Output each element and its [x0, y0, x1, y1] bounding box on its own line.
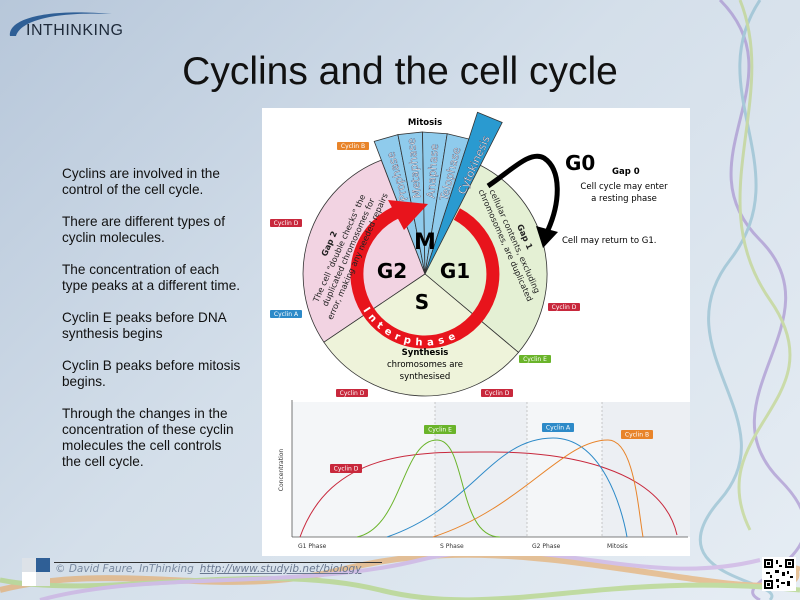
- g0-label: G0: [565, 151, 595, 175]
- svg-text:Cyclin B: Cyclin B: [625, 432, 649, 439]
- cyclin-tag: Cyclin D: [481, 389, 513, 397]
- synthesis-line: chromosomes are: [387, 360, 463, 370]
- svg-text:Cyclin A: Cyclin A: [546, 425, 571, 432]
- mitosis-label: Mitosis: [408, 118, 442, 128]
- cyclin-d-curve: [299, 451, 678, 538]
- synthesis-title: Synthesis: [402, 348, 449, 358]
- cyclin-tag: Cyclin E: [519, 355, 551, 363]
- slide-title: Cyclins and the cell cycle: [182, 50, 618, 93]
- cell-cycle-figure: Prophase Metaphase Anaphase Telophase Cy…: [262, 108, 690, 556]
- footer: © David Faure, InThinking http://www.stud…: [55, 563, 361, 575]
- bullet-2: There are different types of cyclin mole…: [62, 214, 225, 245]
- s-label: S: [415, 290, 429, 314]
- bullet-5: Cyclin B peaks before mitosis begins.: [62, 358, 241, 389]
- svg-text:Cyclin D: Cyclin D: [334, 466, 359, 473]
- cyclin-tag: Cyclin A: [270, 310, 302, 318]
- bullet-3: The concentration of each type peaks at …: [62, 262, 241, 293]
- s-sector: [323, 273, 520, 397]
- svg-text:Cyclin D: Cyclin D: [274, 220, 299, 227]
- x-tick-label: G1 Phase: [298, 543, 327, 550]
- logo-text: INTHINKING: [26, 22, 124, 39]
- cyclin-tag: Cyclin D: [270, 219, 302, 227]
- y-axis-label: Concentration: [278, 449, 285, 492]
- bullet-text: Cyclins are involved in the control of t…: [62, 166, 242, 486]
- concentration-graph: Concentration G1 Phase S Phase G2 Phase …: [278, 400, 690, 550]
- bullet-6: Through the changes in the concentration…: [62, 406, 234, 469]
- m-label: M: [414, 230, 436, 255]
- cyclin-e-curve: [356, 439, 501, 538]
- cytokinesis-blade: [424, 111, 503, 275]
- bullet-4: Cyclin E peaks before DNA synthesis begi…: [62, 310, 226, 341]
- svg-text:Cyclin A: Cyclin A: [274, 311, 299, 318]
- gap0-line: a resting phase: [591, 194, 657, 204]
- footer-link[interactable]: http://www.studyib.net/biology: [199, 563, 362, 575]
- svg-text:Cyclin D: Cyclin D: [340, 390, 365, 397]
- bullet-1: Cyclins are involved in the control of t…: [62, 166, 220, 197]
- x-tick-label: S Phase: [440, 543, 464, 550]
- cyclin-tag: Cyclin B: [337, 142, 369, 150]
- g0-arrow: [486, 153, 560, 232]
- return-text: Cell may return to G1.: [562, 236, 656, 246]
- g2-label: G2: [377, 259, 407, 283]
- gap0-line: Cell cycle may enter: [580, 182, 668, 192]
- svg-text:Cyclin B: Cyclin B: [341, 143, 365, 150]
- g0-arrowhead-icon: [536, 226, 558, 248]
- cyclin-tag: Cyclin D: [548, 303, 580, 311]
- cyclin-e-legend: Cyclin E: [424, 425, 456, 434]
- arrowhead-icon: [388, 200, 428, 230]
- x-tick-label: Mitosis: [607, 543, 628, 550]
- cyclin-b-curve: [432, 439, 644, 538]
- cyclin-b-legend: Cyclin B: [621, 430, 653, 439]
- g1-label: G1: [440, 259, 470, 283]
- anaphase-label: Anaphase: [424, 143, 441, 198]
- metaphase-label: Metaphase: [405, 137, 424, 199]
- inthinking-logo: [9, 12, 113, 36]
- qr-code-icon[interactable]: [762, 557, 796, 591]
- svg-text:Cyclin D: Cyclin D: [552, 304, 577, 311]
- footer-credit: © David Faure, InThinking: [55, 563, 194, 575]
- x-tick-label: G2 Phase: [532, 543, 561, 550]
- cyclin-a-legend: Cyclin A: [542, 423, 574, 432]
- footer-logo-squares: [22, 558, 50, 586]
- interphase-arrow: [350, 203, 500, 349]
- svg-text:Cyclin E: Cyclin E: [428, 427, 452, 434]
- svg-text:Cyclin E: Cyclin E: [523, 356, 547, 363]
- cyclin-tag: Cyclin D: [336, 389, 368, 397]
- cyclin-d-legend: Cyclin D: [330, 464, 362, 473]
- cyclin-a-curve: [386, 437, 628, 538]
- gap0-title: Gap 0: [612, 167, 640, 177]
- synthesis-line: synthesised: [400, 372, 451, 382]
- svg-text:Cyclin D: Cyclin D: [485, 390, 510, 397]
- footer-divider: [54, 562, 382, 563]
